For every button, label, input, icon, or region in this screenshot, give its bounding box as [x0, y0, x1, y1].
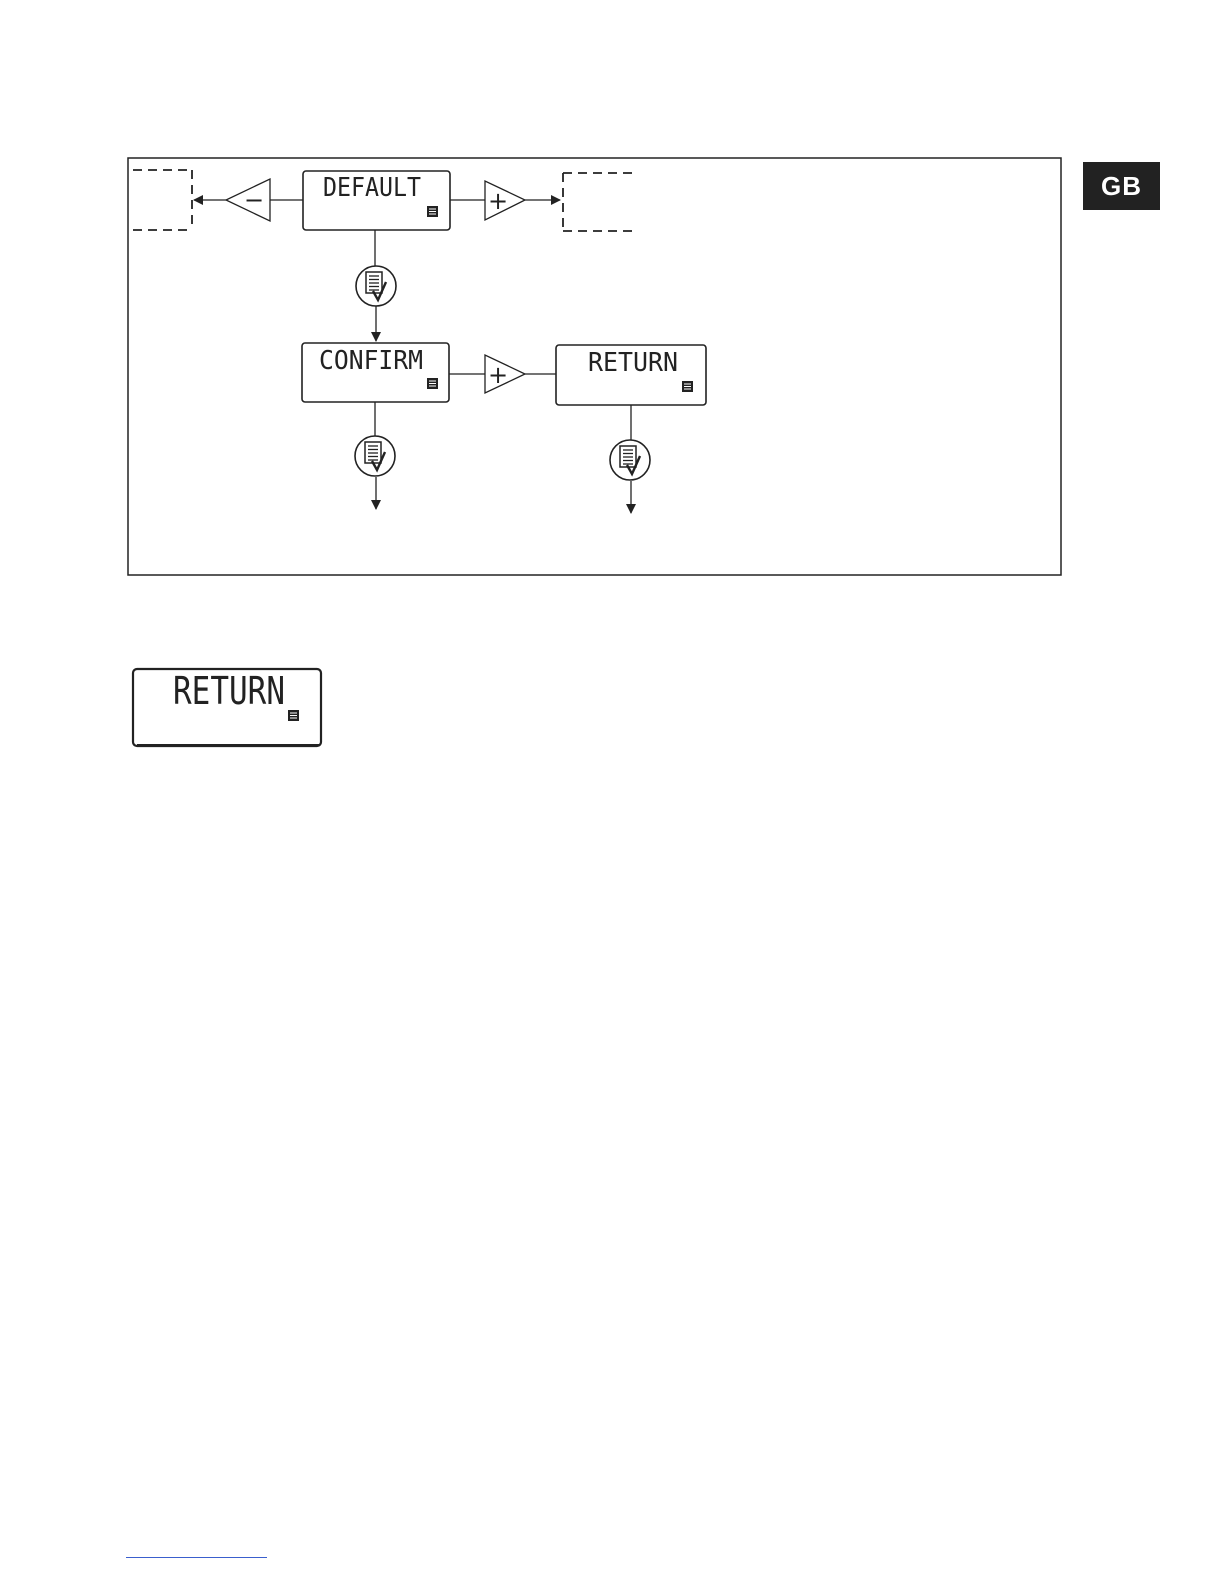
display-return-text: RETURN: [588, 348, 678, 378]
menu-confirm-icon[interactable]: [356, 266, 396, 306]
previous-item-placeholder: [133, 170, 192, 230]
minus-button[interactable]: −: [226, 179, 270, 221]
standalone-display-return: RETURN: [133, 669, 321, 746]
next-item-placeholder: [563, 173, 636, 231]
menu-confirm-icon[interactable]: [355, 436, 395, 476]
menu-indicator-icon: [427, 378, 438, 389]
plus-button[interactable]: +: [485, 181, 525, 220]
menu-confirm-icon[interactable]: [610, 440, 650, 480]
menu-indicator-icon: [288, 710, 299, 721]
display-return: RETURN: [556, 345, 706, 405]
footer-rule: [126, 1557, 267, 1558]
menu-indicator-icon: [427, 206, 438, 217]
plus-button[interactable]: +: [485, 355, 525, 393]
display-default: DEFAULT: [303, 171, 450, 230]
plus-button-label: +: [488, 361, 508, 389]
display-confirm-text: CONFIRM: [319, 346, 423, 376]
display-default-text: DEFAULT: [323, 173, 421, 203]
plus-button-label: +: [488, 187, 508, 215]
standalone-display-text: RETURN: [173, 669, 285, 713]
menu-indicator-icon: [682, 381, 693, 392]
display-confirm: CONFIRM: [302, 343, 449, 402]
minus-button-label: −: [244, 186, 264, 214]
